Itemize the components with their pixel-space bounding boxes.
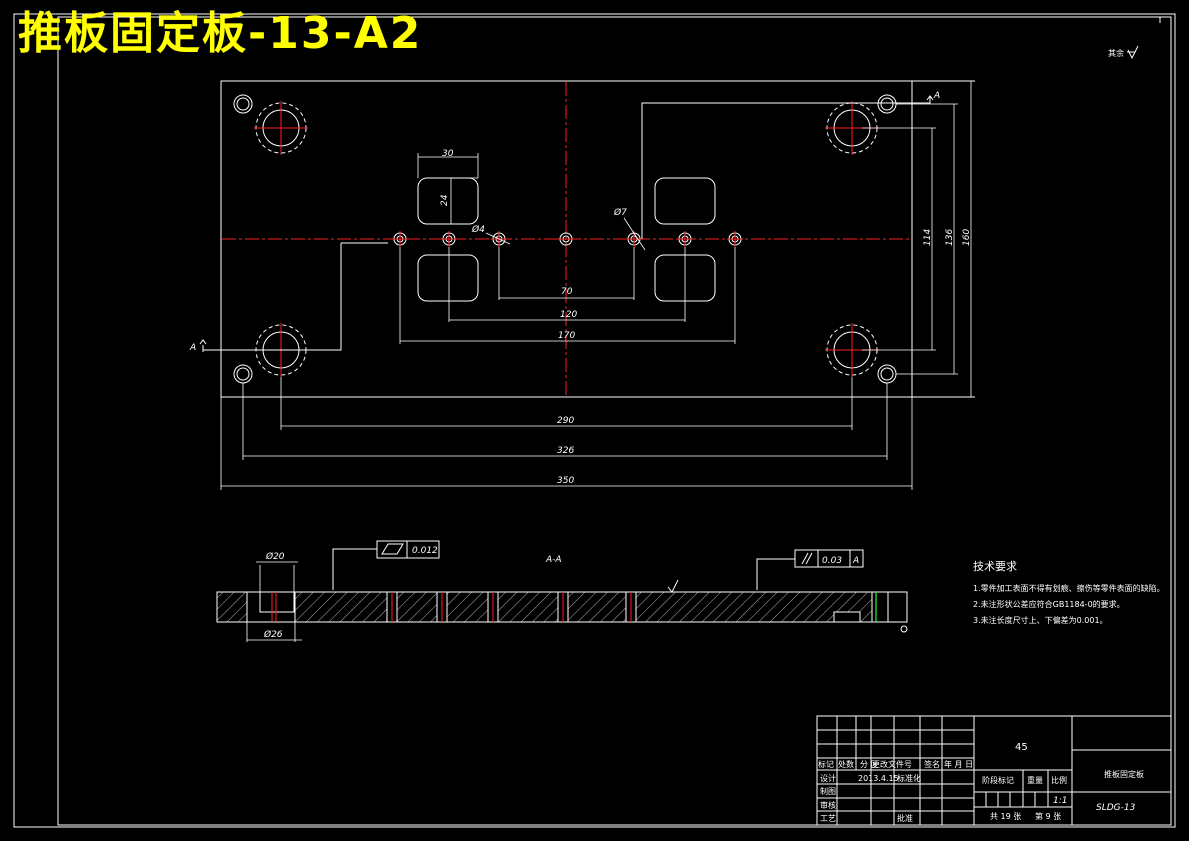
tb-draft-label: 制图 (820, 786, 836, 796)
parallel-value: 0.03 (822, 556, 842, 566)
outer-border (13, 13, 1176, 828)
tech-item-1: 1.零件加工表面不得有划痕、擦伤等零件表面的缺陷。 (973, 583, 1165, 593)
dim-d26 (246, 622, 302, 642)
slot-tr (654, 177, 716, 225)
tb-design-date: 2013.4.15 (858, 774, 899, 783)
tb-sheets-total: 共 19 张 (990, 812, 1021, 821)
dim-114-text: 114 (923, 229, 933, 246)
tb-std-label: 标准化 (897, 773, 921, 783)
tb-process-label: 工艺 (820, 814, 836, 823)
tb-material: 45 (1015, 742, 1028, 753)
ejector-holes (392, 231, 743, 247)
pin-hole-tl (233, 94, 253, 114)
title-block: 标记 处数 分 区 更改文件号 签名 年 月 日 设计 2013.4.15 标准… (816, 715, 1172, 826)
section-ejector-holes (386, 591, 637, 623)
tb-stage-label: 阶段标记 (982, 775, 1014, 785)
dim-136 (896, 103, 958, 375)
pin-hole-bl (233, 364, 253, 384)
section-view: Ø20 Ø26 0.012 0.03 A A-A (216, 540, 908, 642)
pin-hole-br (877, 364, 897, 384)
dim-326 (242, 383, 888, 460)
section-label: A-A (545, 555, 562, 565)
dim-290 (280, 377, 853, 430)
dim-170 (399, 247, 736, 344)
dim-120 (448, 247, 686, 322)
tb-scale: 1:1 (1053, 796, 1067, 806)
dim-160-text: 160 (962, 229, 972, 246)
tb-hdr-3: 更改文件号 (872, 759, 912, 769)
tb-part-name: 推板固定板 (1104, 769, 1144, 779)
tb-hdr-0: 标记 (818, 759, 834, 769)
tb-hdr-1: 处数 (838, 759, 854, 769)
tb-hdr-4: 签名 (924, 759, 940, 769)
dim-290-text: 290 (557, 416, 574, 426)
tb-approve-label: 批准 (897, 813, 913, 823)
dim-120-text: 120 (560, 310, 577, 320)
dim-170-text: 170 (558, 331, 575, 341)
dim-24 (446, 177, 478, 224)
tb-sheet-no: 第 9 张 (1035, 811, 1061, 821)
surface-note: 其余 (1108, 48, 1124, 58)
dim-24-text: 24 (440, 194, 450, 206)
dim-350 (220, 397, 913, 490)
parallel-datum: A (852, 556, 859, 566)
tb-design-label: 设计 (820, 773, 836, 783)
dim-d20-text: Ø20 (265, 551, 285, 562)
dim-30-text: 30 (442, 149, 454, 159)
dim-70-text: 70 (561, 287, 573, 297)
dim-d4-text: Ø4 (471, 224, 485, 235)
inner-border (57, 16, 1172, 826)
tech-heading: 技术要求 (973, 560, 1017, 573)
parallel-frame (756, 549, 864, 590)
pin-hole-tr (877, 94, 897, 114)
slot-bl (417, 254, 479, 302)
drawing-title: 推板固定板-13-A2 (18, 8, 423, 59)
flatness-frame (332, 540, 440, 590)
corner-hole-tl (254, 101, 308, 155)
tb-check-label: 审核 (820, 800, 836, 810)
tb-ratio-label: 比例 (1051, 775, 1067, 785)
tb-drawing-no: SLDG-13 (1096, 803, 1136, 813)
tb-weight-label: 重量 (1027, 775, 1043, 785)
tb-hdr-2: 分 区 (860, 760, 879, 769)
dim-326-text: 326 (557, 446, 574, 456)
plate-outline (220, 80, 913, 398)
section-marker-right: A (933, 91, 940, 101)
section-marker-left: A (189, 343, 196, 353)
tech-requirements: 技术要求 1.零件加工表面不得有划痕、擦伤等零件表面的缺陷。 2.未注形状公差应… (973, 560, 1165, 625)
dim-350-text: 350 (557, 476, 574, 486)
dim-30 (417, 153, 479, 178)
dim-d20 (256, 561, 298, 592)
section-line (203, 243, 342, 351)
dim-d7-text: Ø7 (613, 207, 627, 218)
roughness-symbol (1127, 45, 1139, 60)
dim-70 (498, 247, 635, 300)
tech-item-2: 2.未注形状公差应符合GB1184-0的要求。 (973, 599, 1125, 609)
tech-item-3: 3.未注长度尺寸上、下偏差为0.001。 (973, 615, 1108, 625)
plan-view: A A 30 24 Ø4 Ø7 70 120 (189, 80, 975, 490)
dim-114 (862, 127, 936, 351)
roughness-mark (667, 579, 679, 593)
dim-d26-text: Ø26 (263, 629, 283, 640)
flatness-value: 0.012 (412, 546, 438, 556)
dim-136-text: 136 (945, 229, 955, 246)
tb-hdr-5: 年 月 日 (944, 759, 973, 769)
